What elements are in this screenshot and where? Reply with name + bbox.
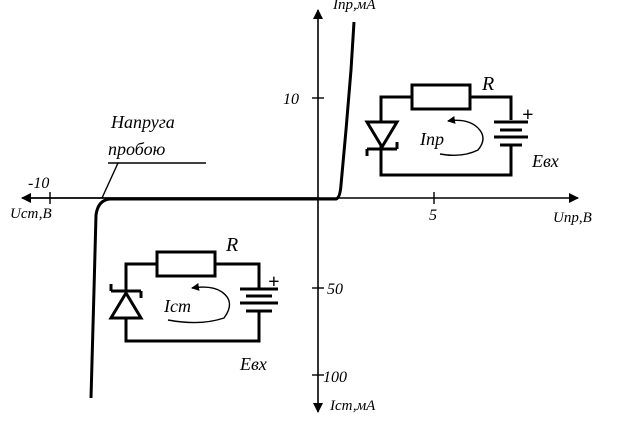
- resistor-label: R: [481, 73, 494, 95]
- circuit-forward-wire-right: [470, 95, 513, 120]
- circuit-forward: R Iпр Евх +: [364, 73, 559, 177]
- diode-symbol: [108, 290, 144, 320]
- y-axis-negative-label: Iст,мА: [329, 398, 376, 414]
- annotation-pointer: [101, 162, 119, 199]
- tick-label-x-neg10: -10: [28, 175, 49, 192]
- source-label: Евх: [239, 354, 267, 374]
- tick-label-y-100: 100: [323, 369, 347, 386]
- current-loop: [439, 127, 484, 157]
- tick-label-y-10: 10: [283, 91, 299, 108]
- axes: [21, 9, 579, 413]
- breakdown-annotation: Напруга пробою: [101, 112, 206, 199]
- polarity-plus: +: [268, 271, 279, 293]
- current-loop: [167, 291, 231, 324]
- current-arrow: [447, 116, 479, 129]
- tick-label-y-50: 50: [327, 281, 343, 298]
- circuit-reverse-wire-right: [215, 262, 261, 289]
- polarity-plus: +: [522, 104, 533, 126]
- resistor-symbol: [155, 250, 217, 278]
- y-axis-positive-label: Iпр,мА: [332, 0, 376, 13]
- circuit-reverse: R Iст Евх +: [108, 234, 279, 374]
- annotation-line1: Напруга: [110, 112, 175, 132]
- resistor-symbol: [410, 83, 472, 111]
- circuit-reverse-wire-left: [124, 262, 261, 343]
- current-label: Iпр: [419, 129, 444, 149]
- resistor-label: R: [225, 234, 238, 256]
- x-axis-negative-label: Uст,В: [10, 206, 52, 222]
- annotation-line2: пробою: [108, 139, 166, 159]
- current-arrow: [191, 283, 223, 293]
- diode-symbol: [364, 120, 400, 150]
- source-label: Евх: [531, 151, 559, 171]
- iv-curve: [89, 21, 356, 399]
- x-axis-positive-label: Uпр,В: [553, 210, 592, 226]
- current-label: Iст: [163, 296, 191, 316]
- tick-marks: [49, 97, 435, 376]
- circuit-forward-wire-left: [379, 95, 513, 177]
- tick-label-x-5: 5: [429, 207, 437, 224]
